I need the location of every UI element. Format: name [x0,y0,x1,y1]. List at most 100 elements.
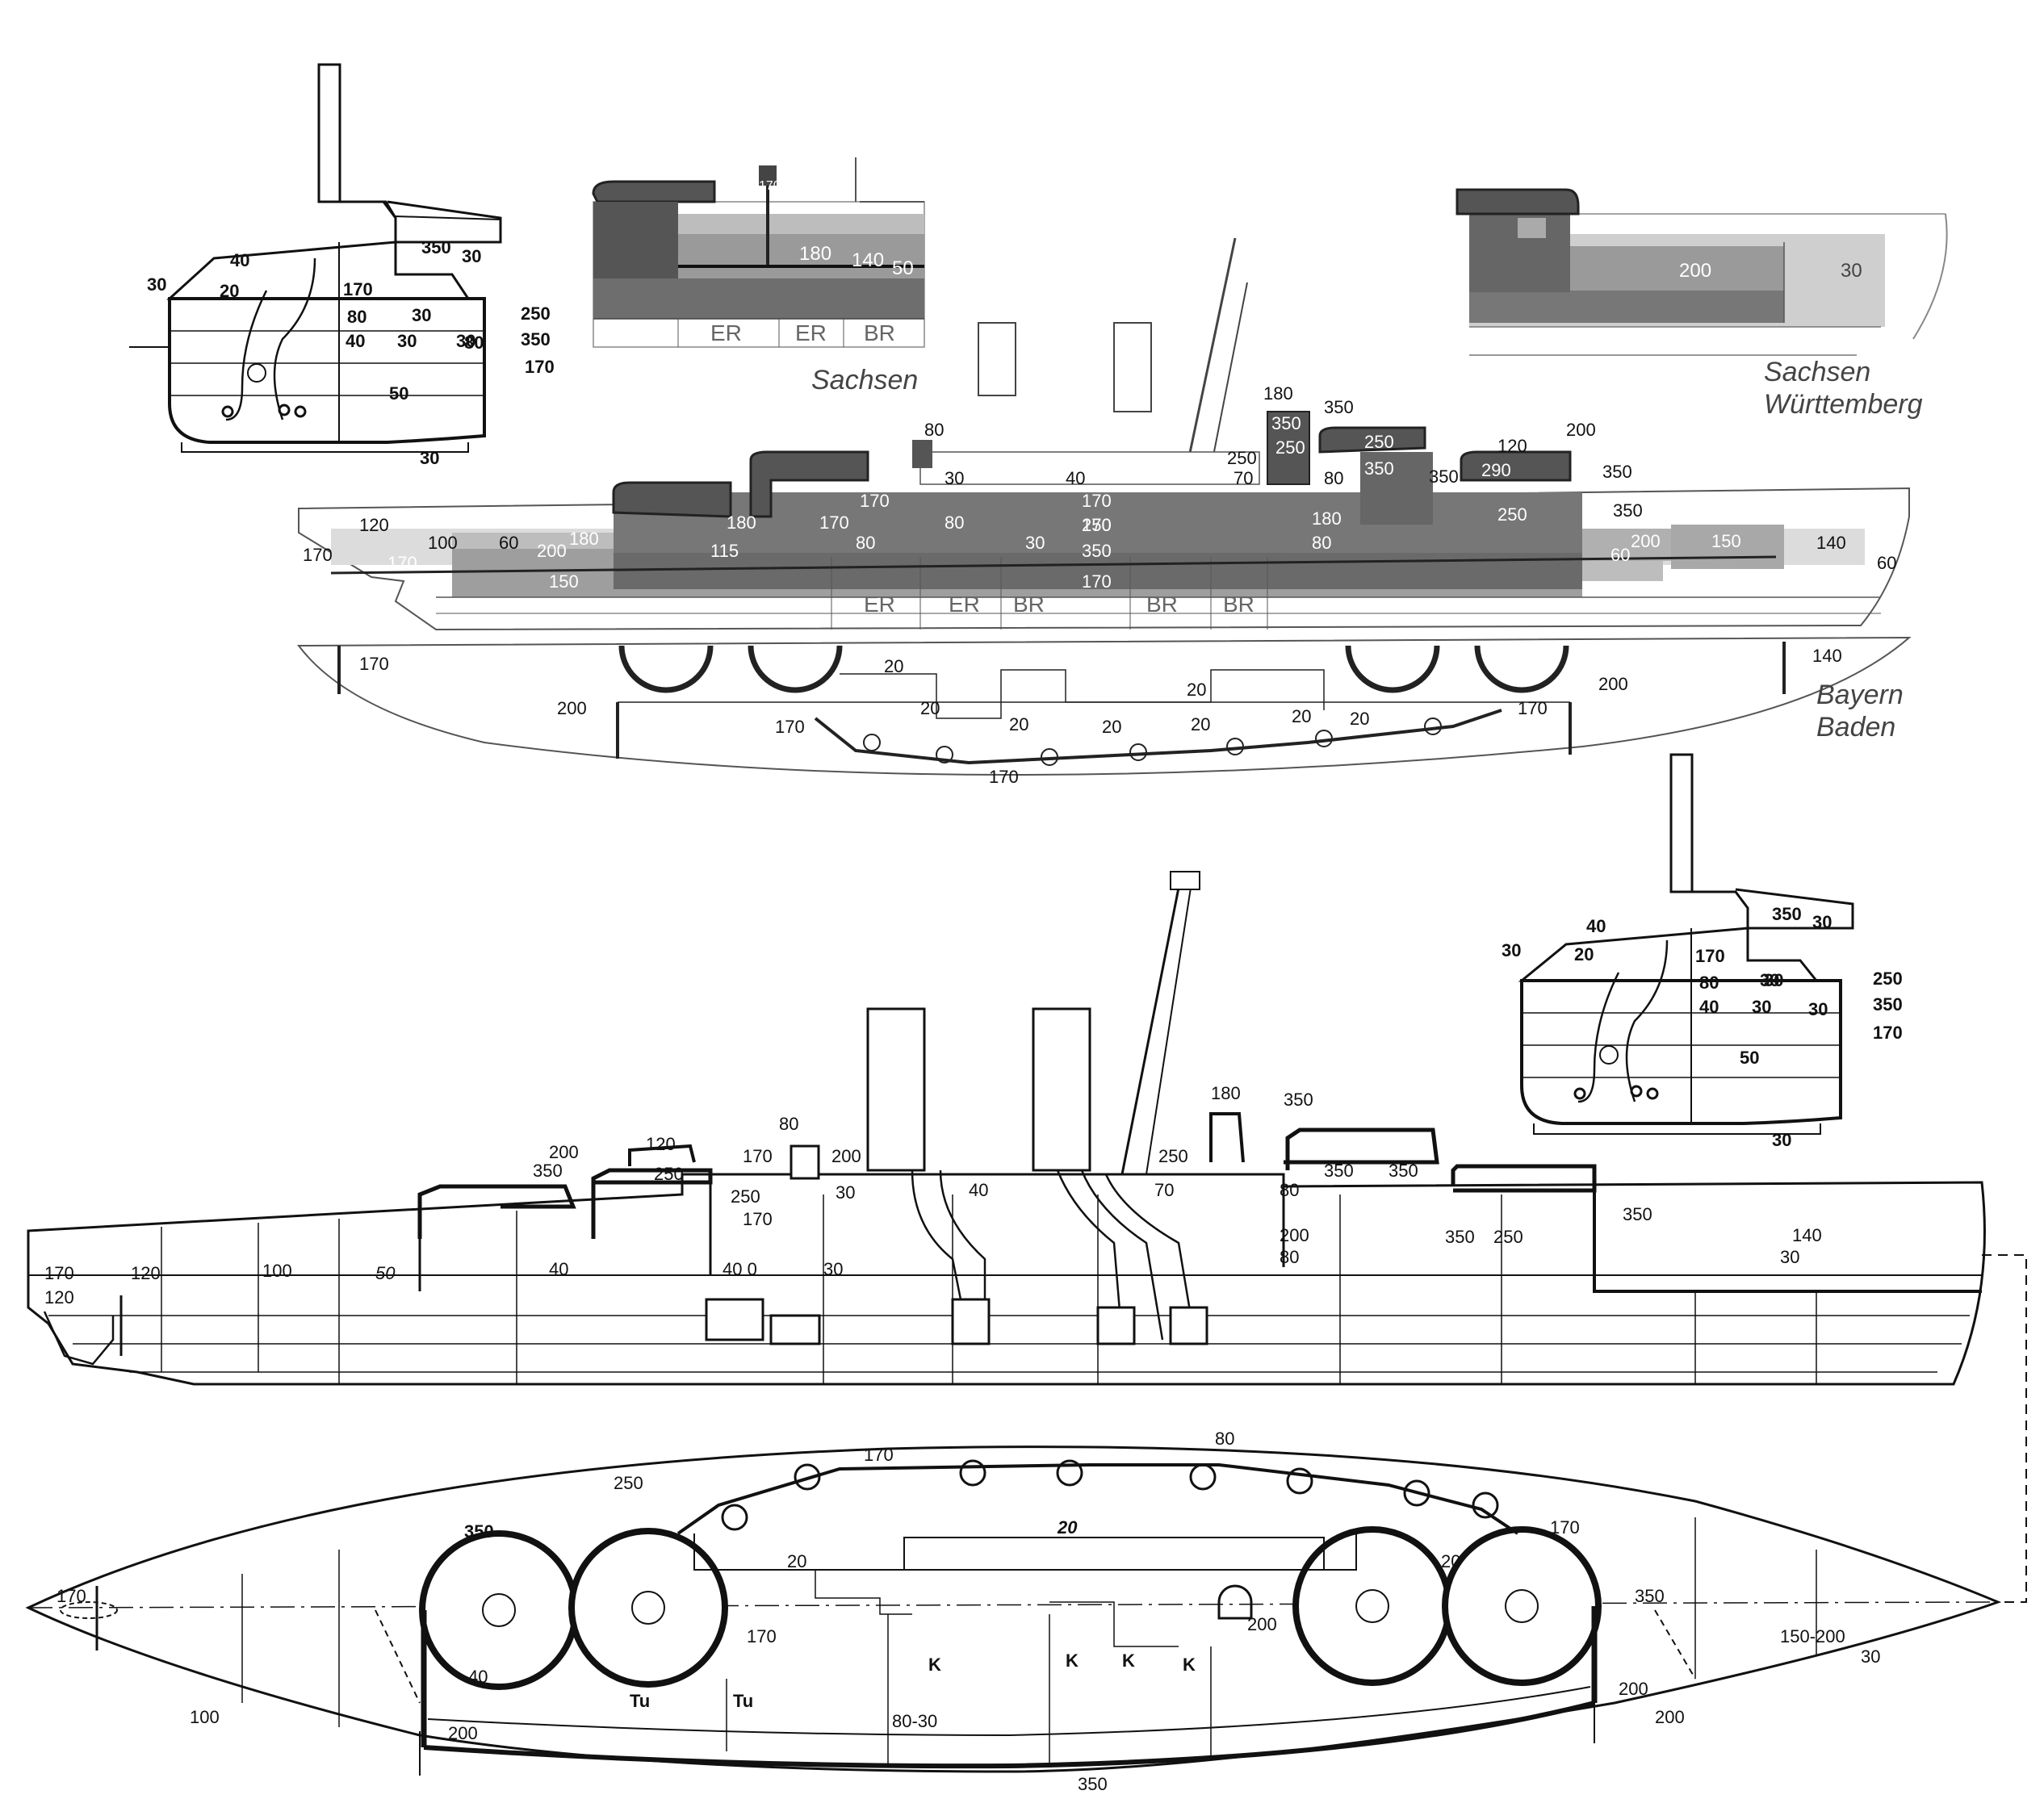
label: 20 [1292,706,1311,726]
label: 30 [1772,1130,1791,1150]
label: 80 [1312,533,1331,553]
label: 20 [1057,1517,1078,1538]
label: 20 [1441,1551,1460,1571]
label: 170 [387,553,417,573]
label: 170 [1695,946,1725,966]
label: 100 [190,1707,220,1727]
plan-bottom-labels: 80 170 250 170 20 350 20 20 350 170 200 … [57,1429,1880,1794]
label: 150 [549,571,579,592]
caption-sachsen-2: Sachsen [1764,357,1870,387]
label: 250 [614,1473,643,1493]
label: 30 [1764,970,1783,990]
label: 60 [499,533,518,553]
label: 80 [1324,468,1343,488]
label: 200 [537,541,567,561]
label: 80 [779,1114,798,1134]
label: 170 [303,545,333,565]
label: 250 [1364,432,1394,452]
label: 170 [743,1146,773,1166]
label: 30 [147,274,166,295]
label: BR [1146,592,1178,617]
label: 150 [1711,531,1741,551]
label: 350 [1324,397,1354,417]
label: 170 [359,654,389,674]
label: 250 [1493,1227,1523,1247]
label: 170 [1873,1023,1903,1043]
label: 40 [230,250,249,270]
label: 350 [1873,994,1903,1015]
label: 40 [549,1259,568,1279]
label: K [1183,1655,1196,1675]
label: 250 [731,1186,760,1207]
label: 170 [343,279,373,299]
label: 170 [44,1263,74,1283]
label: 350 [1082,541,1112,561]
label: 70 [1234,468,1253,488]
profile-bottom [27,871,2027,1603]
label: 350 [1324,1161,1354,1181]
label: 140 [1812,646,1842,666]
cross-section-top-left [129,63,502,453]
label: 200 [549,1142,579,1162]
label: 30 [836,1182,855,1203]
cross-section-middle-right-labels: 350 30 40 30 20 170 30 80 30 250 40 30 3… [1502,904,1903,1150]
profile-top-rooms: ER ER BR BR BR [864,592,1254,617]
label: 350 [464,1521,494,1542]
label: Tu [630,1691,650,1711]
cross-section-top-left-labels: 40 30 20 350 30 170 30 250 80 350 40 30 … [147,237,555,468]
label: 250 [1873,969,1903,989]
cross-section-middle-right [1518,753,1854,1135]
label: 80-30 [892,1711,937,1731]
label: 250 [1275,437,1305,458]
label: 350 [1429,466,1459,487]
label: 50 [375,1263,396,1283]
inset-sachsen-labels: 170 180 140 50 [759,179,914,279]
label: 150-200 [1780,1626,1845,1646]
label: 30 [1861,1646,1880,1667]
label: 115 [710,541,739,561]
label: 60 [1877,553,1896,573]
label: 350 [1602,462,1632,482]
label: 70 [1154,1180,1174,1200]
label: 140 [1792,1225,1822,1245]
label: 80 [1280,1247,1299,1267]
label: 80 [1215,1429,1234,1449]
label: 40 [969,1180,988,1200]
label: 30 [945,468,964,488]
label: 30 [1780,1247,1799,1267]
label: 170 [860,491,890,511]
label: Tu [733,1691,753,1711]
label: 250 [521,303,551,324]
label: 30 [1502,940,1521,960]
label: 180 [569,529,599,549]
label: 170 [525,357,555,377]
plan-bottom [25,1445,2002,1776]
label: 30 [420,448,439,468]
label: 180 [727,513,756,533]
label: K [1066,1650,1079,1671]
plan-top [297,636,1912,776]
label: 30 [462,246,481,266]
caption-sachsen: Sachsen [811,365,918,395]
label: 40 [468,1667,488,1687]
label: 20 [787,1551,806,1571]
inset-sachsen-rooms: ER ER BR [710,320,895,345]
label: 80 [856,533,875,553]
caption-baden: Baden [1816,712,1895,743]
label: 30 [1808,999,1828,1019]
label: 200 [1598,674,1628,694]
label: 250 [1082,515,1112,535]
label: 100 [262,1261,292,1281]
label: 120 [359,515,389,535]
label: 40 [1066,468,1085,488]
inset-sachsen [592,157,925,348]
label: 20 [1009,714,1028,734]
label: 200 [1655,1707,1685,1727]
label: 140 [1816,533,1846,553]
label: 200 [1247,1614,1277,1634]
label: 30 [1752,997,1771,1017]
label: 170 [989,767,1019,787]
label: 170 [747,1626,777,1646]
label: 20 [1102,717,1121,737]
label: 20 [1191,714,1210,734]
